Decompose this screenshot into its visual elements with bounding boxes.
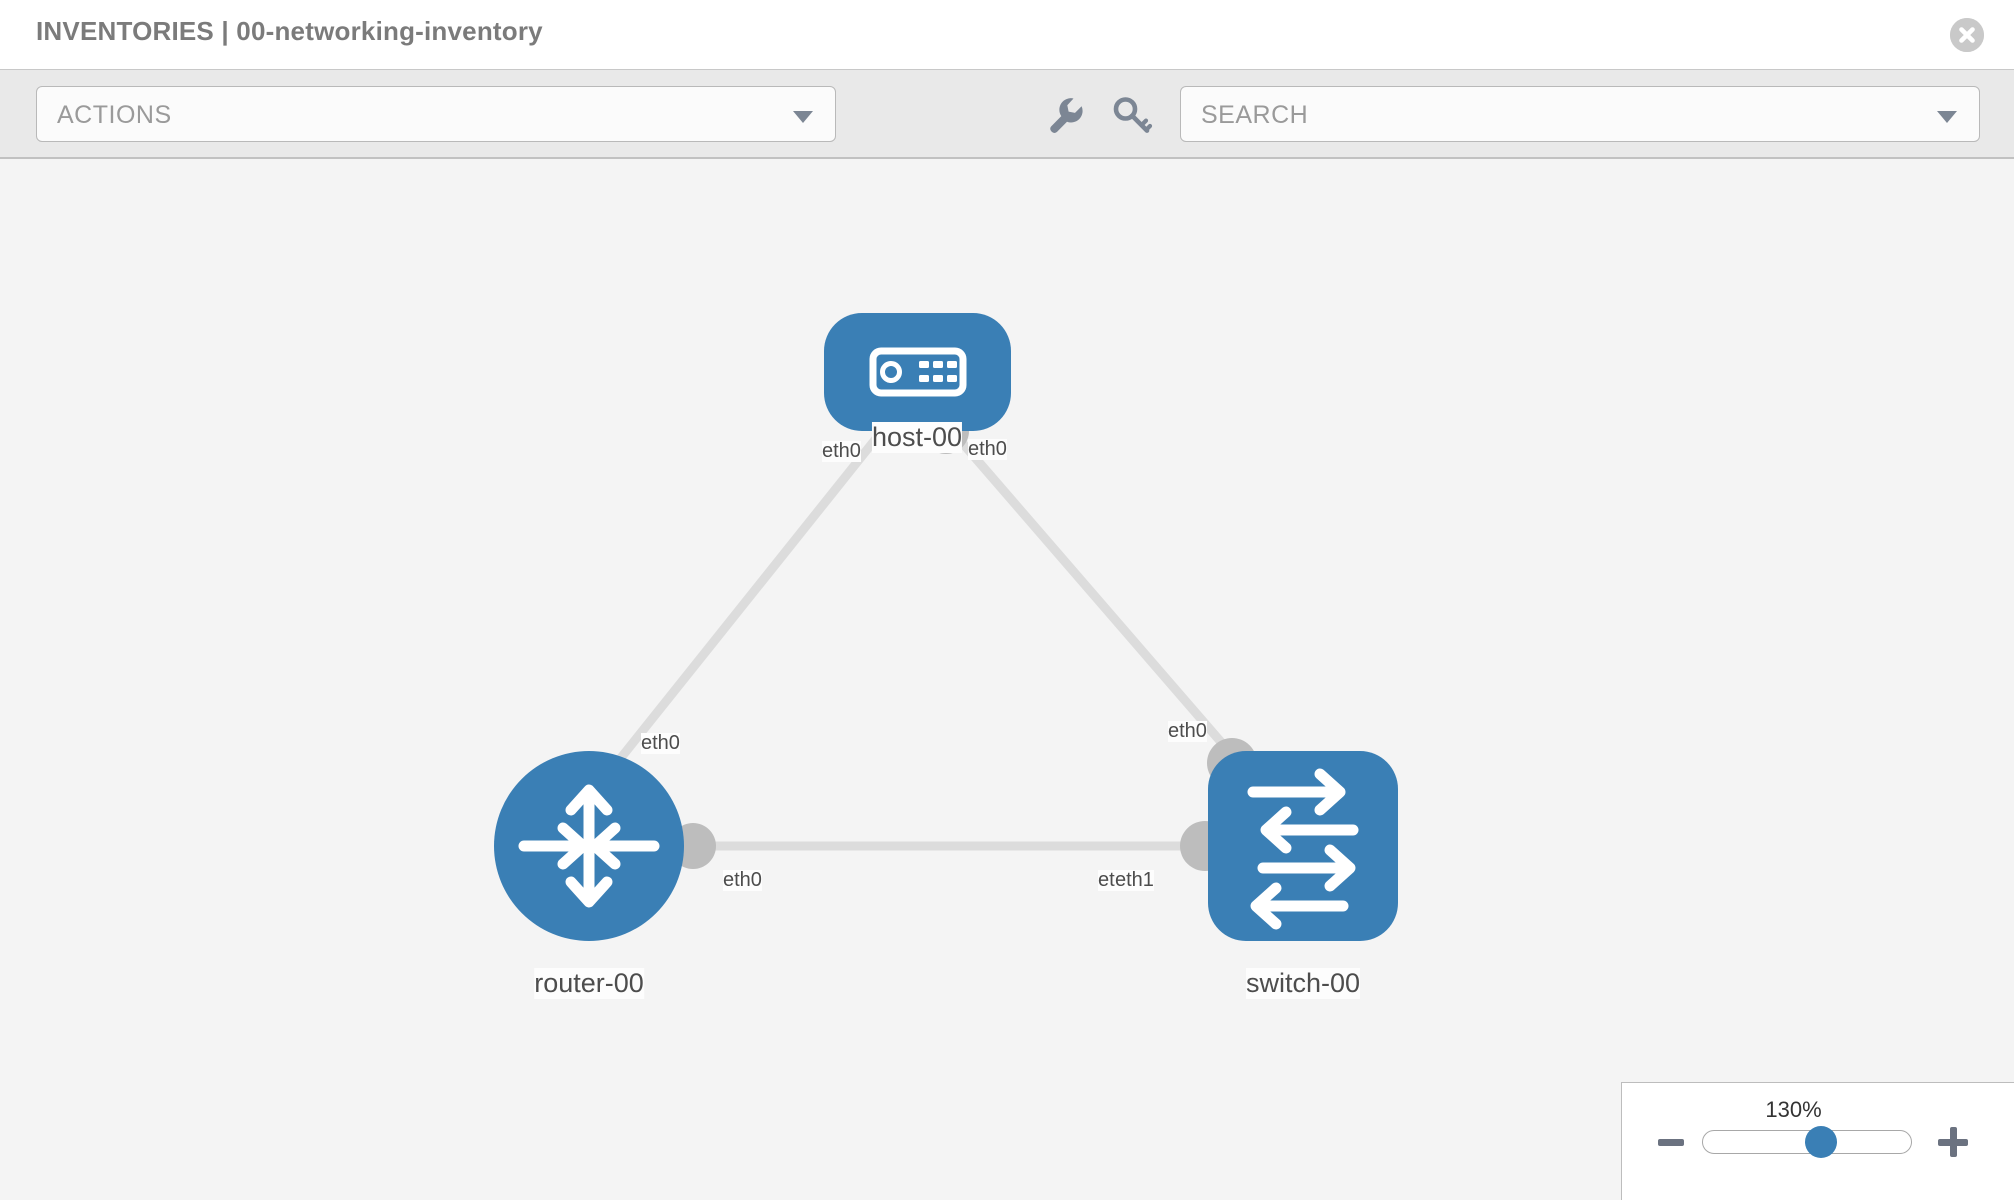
edge-label-router00-eth0-right: eth0 xyxy=(723,869,762,891)
topology-links xyxy=(616,428,1244,851)
toolbar: ACTIONS SEARCH xyxy=(0,69,2014,159)
zoom-control-panel: 130% xyxy=(1621,1082,2014,1200)
page-header: INVENTORIES | 00-networking-inventory xyxy=(0,0,2014,69)
node-label-router-00: router-00 xyxy=(534,968,644,999)
node-host-00[interactable] xyxy=(824,313,1011,431)
switch-arrows-icon xyxy=(1247,768,1359,930)
search-placeholder-label: SEARCH xyxy=(1201,101,1309,129)
node-switch-00[interactable] xyxy=(1208,751,1398,941)
zoom-slider-thumb[interactable] xyxy=(1805,1126,1838,1158)
minus-icon[interactable] xyxy=(1658,1139,1684,1146)
node-label-switch-00: switch-00 xyxy=(1245,968,1361,999)
edge-label-switch00-eth1-left: eth1 xyxy=(1115,869,1154,891)
topology-graph xyxy=(494,313,1398,941)
edge-label-host00-eth0-right: eth0 xyxy=(968,438,1007,460)
search-input[interactable]: SEARCH xyxy=(1180,86,1980,142)
edge-label-switch00-eth0-up: eth0 xyxy=(1168,720,1207,742)
actions-dropdown-label: ACTIONS xyxy=(57,101,172,129)
close-icon[interactable] xyxy=(1950,18,1984,52)
router-arrows-icon xyxy=(518,784,660,908)
actions-dropdown[interactable]: ACTIONS xyxy=(36,86,836,142)
zoom-level-value: 130% xyxy=(1765,1097,1822,1122)
page-title: INVENTORIES | 00-networking-inventory xyxy=(36,16,543,46)
link-host00-router00[interactable] xyxy=(616,428,886,762)
key-icon[interactable] xyxy=(1110,92,1156,138)
chevron-down-icon xyxy=(793,111,813,123)
server-device-icon xyxy=(869,347,967,397)
plus-icon[interactable] xyxy=(1938,1127,1968,1157)
topology-canvas[interactable]: host-00 router-00 switch-00 eth0 eth0 et… xyxy=(0,159,2014,1200)
topology-connectors xyxy=(670,408,1257,871)
edge-label-host00-eth0-left: eth0 xyxy=(822,440,861,462)
wrench-icon[interactable] xyxy=(1042,92,1088,138)
chevron-down-icon[interactable] xyxy=(1937,111,1957,123)
edge-label-router00-eth0-up: eth0 xyxy=(641,732,680,754)
node-router-00[interactable] xyxy=(494,751,684,941)
link-host00-switch00[interactable] xyxy=(948,428,1244,767)
node-label-host-00: host-00 xyxy=(871,422,963,453)
